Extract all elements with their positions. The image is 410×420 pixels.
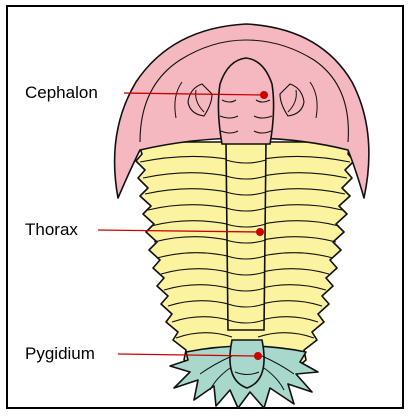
cephalon-label: Cephalon — [25, 84, 98, 102]
pygidium-region — [170, 340, 318, 408]
glabella — [218, 58, 273, 144]
cephalon-marker-dot — [260, 91, 268, 99]
pygidium-marker-dot — [254, 352, 262, 360]
pygidium-label: Pygidium — [25, 345, 95, 363]
thorax-label: Thorax — [25, 221, 78, 239]
thorax-marker-dot — [256, 228, 264, 236]
